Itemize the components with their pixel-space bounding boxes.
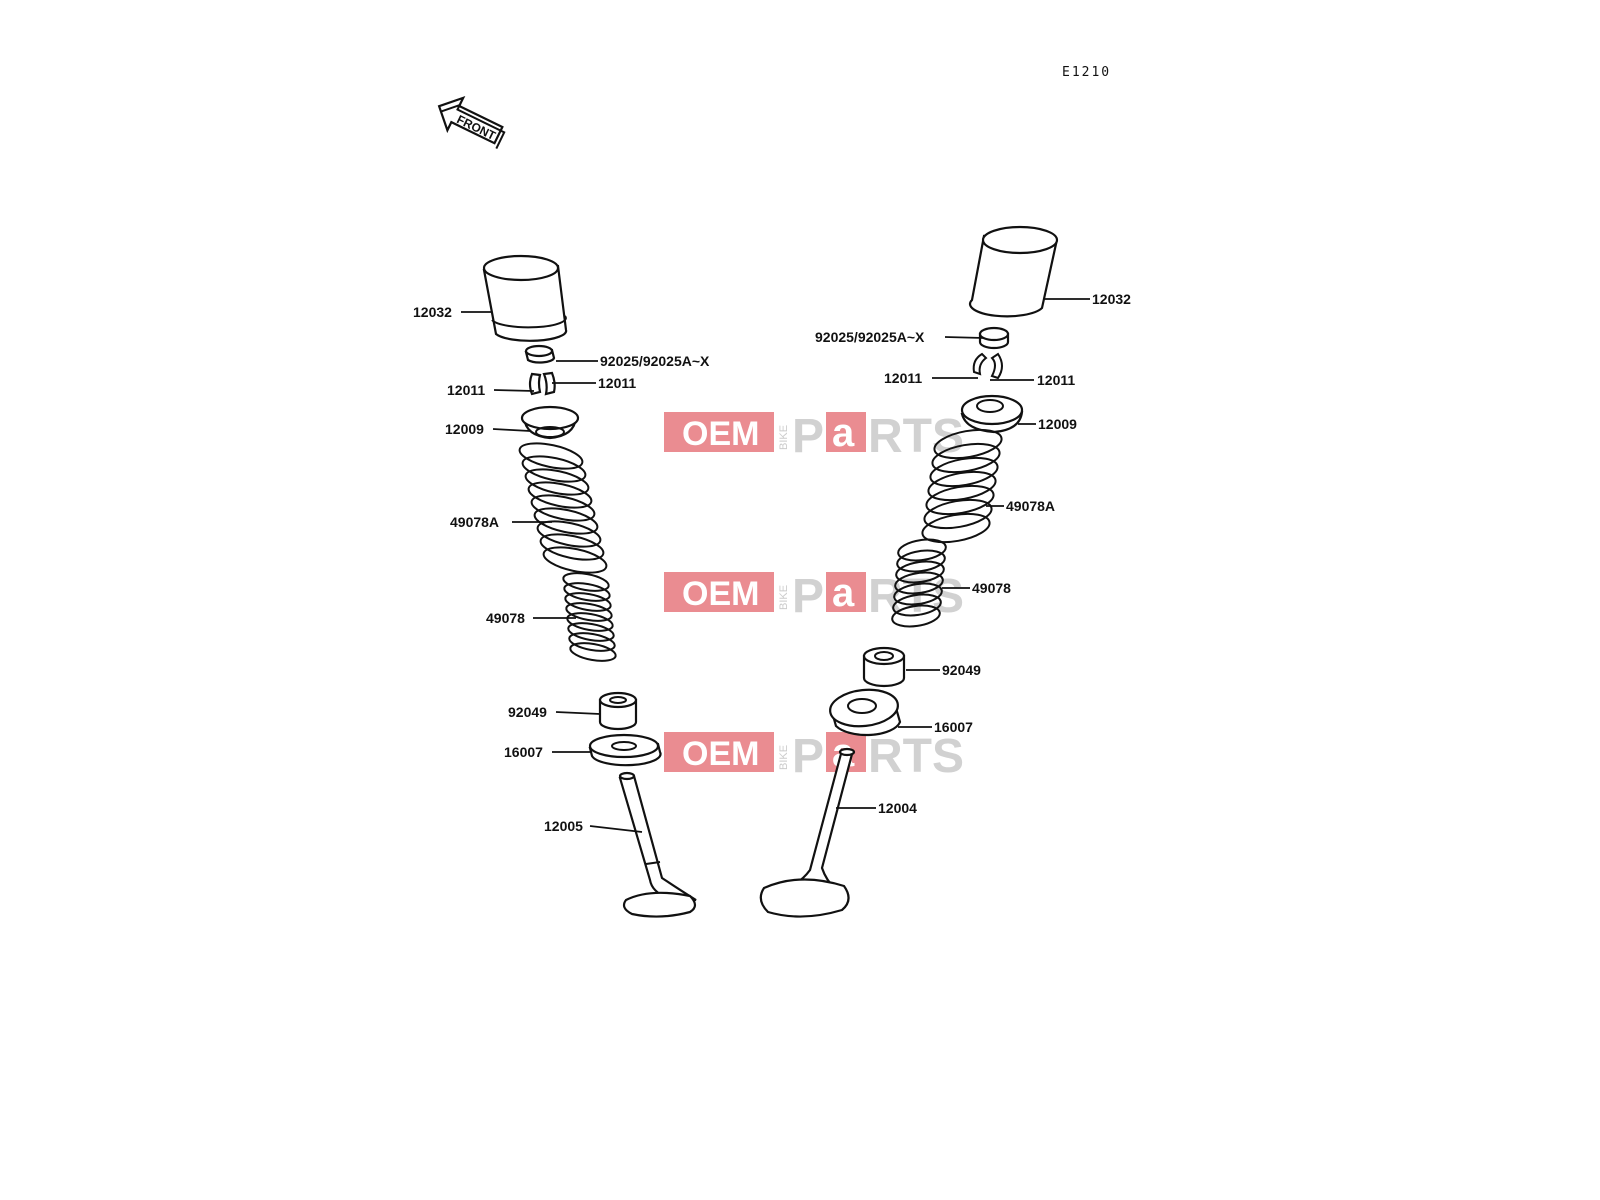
- left-inner-spring-label: 49078: [486, 610, 525, 626]
- svg-text:a: a: [832, 571, 855, 615]
- left-outer-spring-label: 49078A: [450, 514, 499, 530]
- left-spring-seat-label: 16007: [504, 744, 543, 760]
- right-outer-spring-part: [921, 428, 1003, 544]
- right-outer-spring-label: 49078A: [1006, 498, 1055, 514]
- left-valve-label: 12005: [544, 818, 583, 834]
- right-retainer-part: [960, 394, 1024, 434]
- right-tappet-label: 12032: [1092, 291, 1131, 307]
- right-valve-assembly: [759, 225, 1059, 918]
- right-valve-label: 12004: [878, 800, 917, 816]
- right-cotter-b-label: 12011: [1037, 372, 1075, 388]
- right-inner-spring-label: 49078: [972, 580, 1011, 596]
- left-inner-spring-part: [562, 572, 617, 662]
- left-valve-assembly: [482, 254, 697, 918]
- svg-text:RTS: RTS: [868, 570, 964, 623]
- left-outer-spring-part: [518, 442, 608, 574]
- svg-text:OEM: OEM: [682, 415, 759, 453]
- right-stem-seal-part: [862, 646, 906, 688]
- figure-code: E1210: [1062, 65, 1111, 80]
- right-inner-spring-part: [891, 538, 947, 628]
- callout-labels: 12032 92025/92025A~X 12011 12011 12009 4…: [413, 291, 1131, 834]
- left-tappet-part: [482, 254, 568, 342]
- left-spring-seat-part: [588, 733, 662, 767]
- leader-lines: [461, 298, 1090, 833]
- right-cotter-a-label: 12011: [884, 370, 922, 386]
- svg-text:OEM: OEM: [682, 735, 759, 773]
- svg-text:P: P: [792, 570, 824, 623]
- watermark: OEM BIKE P a RTS OEM BIKE P a RTS OEM BI…: [664, 410, 964, 783]
- left-stem-seal-part: [598, 691, 638, 731]
- right-spring-seat-label: 16007: [934, 719, 973, 735]
- right-shim-label: 92025/92025A~X: [815, 329, 925, 345]
- left-retainer-label: 12009: [445, 421, 484, 437]
- right-spring-seat-part: [829, 688, 902, 737]
- right-valve-part: [759, 747, 856, 918]
- svg-text:a: a: [832, 411, 855, 455]
- svg-text:BIKE: BIKE: [778, 425, 790, 450]
- svg-text:BIKE: BIKE: [778, 745, 790, 770]
- svg-text:P: P: [792, 410, 824, 463]
- left-tappet-label: 12032: [413, 304, 452, 320]
- right-tappet-part: [968, 225, 1059, 318]
- left-retainer-part: [520, 405, 580, 440]
- front-arrow: FRONT: [437, 95, 506, 149]
- svg-text:P: P: [792, 730, 824, 783]
- right-stem-seal-label: 92049: [942, 662, 981, 678]
- svg-text:OEM: OEM: [682, 575, 759, 613]
- left-cotter-a-label: 12011: [447, 382, 485, 398]
- left-shim-part: [524, 344, 556, 364]
- left-stem-seal-label: 92049: [508, 704, 547, 720]
- right-cotter-parts: [972, 352, 1003, 380]
- right-retainer-label: 12009: [1038, 416, 1077, 432]
- svg-text:BIKE: BIKE: [778, 585, 790, 610]
- left-valve-part: [618, 771, 697, 918]
- left-cotter-parts: [528, 371, 556, 396]
- svg-text:RTS: RTS: [868, 730, 964, 783]
- left-shim-label: 92025/92025A~X: [600, 353, 710, 369]
- right-shim-part: [978, 326, 1010, 350]
- left-cotter-b-label: 12011: [598, 375, 636, 391]
